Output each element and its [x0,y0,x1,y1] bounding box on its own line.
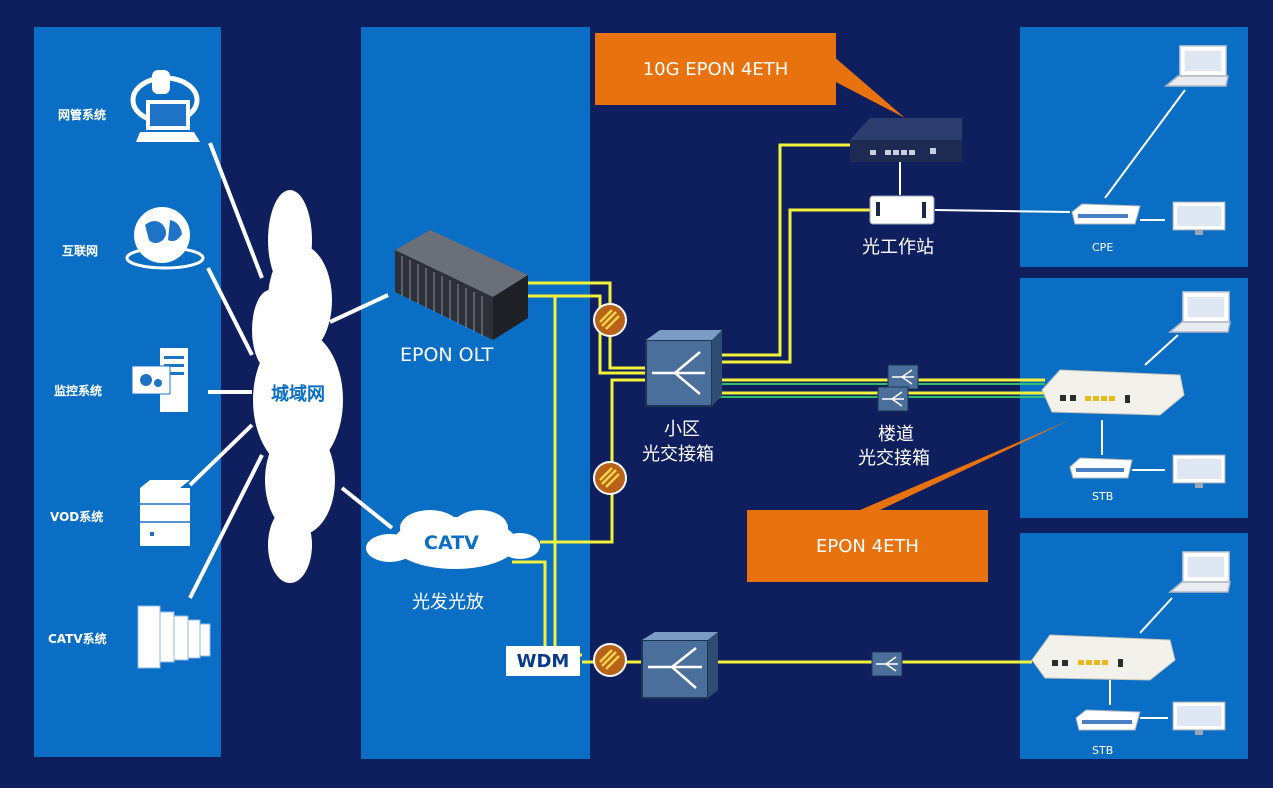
gateway-1-icon [1041,369,1185,416]
stb-label-2: STB [1092,744,1114,757]
catv-rack-icon [137,605,211,669]
laptop-2-icon [1167,291,1231,333]
cpe-label: CPE [1092,241,1114,254]
laptop-1-icon [1163,45,1229,87]
building-box-label-1: 楼道 [878,424,914,445]
service-label-internet: 互联网 [62,244,99,258]
monitor-icons [1172,201,1226,735]
catv-sub-label: 光发光放 [412,592,484,613]
catv-cloud [366,510,540,569]
stb-device-2-icon [1075,709,1141,731]
monitor-3-icon [1172,701,1226,735]
callout-top-pointer [832,55,905,118]
station-label: 光工作站 [862,237,934,258]
building-cross-connect-box [877,364,919,412]
internet-globe-icon [125,207,205,270]
district-box-label-1: 小区 [664,419,700,440]
monitor-2-icon [1172,454,1226,488]
district-box-label-2: 光交接箱 [642,444,714,465]
lower-cross-connect-box [641,632,718,699]
gateway-2-icon [1031,634,1176,681]
wdm-label: WDM [506,646,580,676]
callout-mid-pointer [860,420,1070,510]
metro-network-label: 城域网 [271,384,325,405]
splitter-icons [593,303,627,677]
olt-chassis-icon [395,230,528,340]
catv-label: CATV [424,532,479,554]
management-computer-icon [130,70,200,142]
laptop-3-icon [1167,551,1231,593]
fiber-lines [512,143,1045,664]
laptop-icons [1163,45,1231,593]
metro-cloud [252,190,343,583]
10g-epon-device-icon [850,118,962,162]
monitoring-server-icon [131,348,188,412]
callout-10g-epon: 10G EPON 4ETH [595,33,836,105]
service-links [188,142,394,599]
service-label-catv: CATV系统 [48,632,107,646]
callout-epon-4eth: EPON 4ETH [747,510,988,582]
lower-building-box [871,651,903,677]
building-box-label-2: 光交接箱 [858,448,930,469]
stb-device-1-icon [1069,457,1133,479]
service-label-vod: VOD系统 [50,510,104,524]
service-label-management: 网管系统 [58,108,107,122]
service-label-monitoring: 监控系统 [54,384,103,398]
olt-label: EPON OLT [400,344,494,366]
headend-panel [361,27,590,759]
cpe-device-icon [1071,203,1141,225]
optical-station-icon [869,195,935,225]
district-cross-connect-box [645,330,722,407]
monitor-1-icon [1172,201,1226,235]
vod-server-icon [140,480,190,546]
stb-label-1: STB [1092,490,1114,503]
